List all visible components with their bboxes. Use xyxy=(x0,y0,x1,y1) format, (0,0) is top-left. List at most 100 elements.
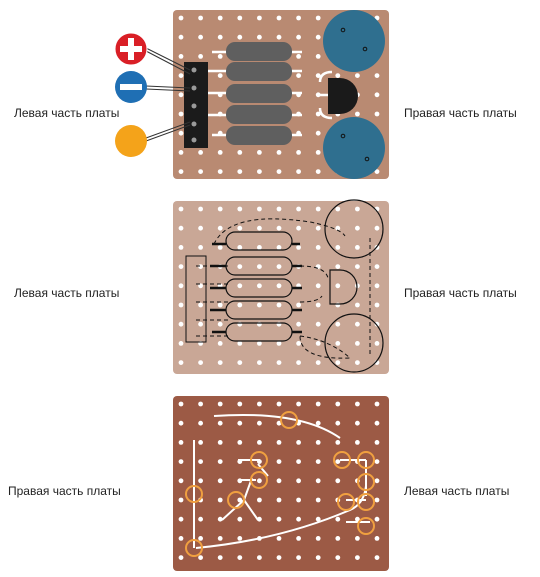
board-hole xyxy=(276,169,282,175)
board-hole xyxy=(355,245,360,250)
board-hole xyxy=(178,225,184,231)
board-hole xyxy=(217,34,223,40)
board-hole xyxy=(335,401,341,407)
board-hole xyxy=(198,420,204,426)
board-hole xyxy=(315,111,321,117)
board-hole xyxy=(257,420,262,426)
board-hole xyxy=(315,283,321,289)
board-hole xyxy=(276,34,282,40)
board-hole xyxy=(315,459,321,464)
board-hole xyxy=(276,150,282,155)
board-hole xyxy=(315,206,321,212)
panel1-left-label: Левая часть платы xyxy=(14,106,120,120)
capacitor-top-icon xyxy=(323,10,385,72)
board-hole xyxy=(276,555,282,560)
board-hole xyxy=(178,459,184,464)
board-hole xyxy=(217,225,223,231)
board-hole xyxy=(178,497,184,503)
board-hole xyxy=(178,440,184,445)
board-hole xyxy=(198,283,204,289)
panel1-board xyxy=(114,10,389,179)
board-hole xyxy=(257,440,262,445)
board-hole xyxy=(374,555,380,560)
panel2-right-label: Правая часть платы xyxy=(404,286,517,300)
board-hole xyxy=(335,225,341,231)
board-hole xyxy=(257,15,262,21)
board-hole xyxy=(355,420,360,426)
board-hole xyxy=(335,206,341,212)
board-hole xyxy=(374,420,380,426)
board-hole xyxy=(178,92,184,98)
board-hole xyxy=(237,245,243,250)
solder-rings xyxy=(185,411,375,557)
terminal-minus xyxy=(115,71,147,103)
board-hole xyxy=(355,516,360,522)
board-hole xyxy=(217,150,223,155)
panel3-board xyxy=(173,396,389,571)
board-hole xyxy=(374,73,380,78)
board-hole xyxy=(335,283,341,289)
board-hole xyxy=(355,360,360,365)
board-hole xyxy=(296,440,301,445)
board-hole xyxy=(315,401,321,407)
board-hole xyxy=(296,478,301,484)
board-hole xyxy=(198,225,204,231)
board-hole xyxy=(355,264,360,269)
board-hole xyxy=(296,497,301,503)
board-hole xyxy=(257,302,262,308)
board-hole xyxy=(178,401,184,407)
panel2-left-label: Левая часть платы xyxy=(14,286,120,300)
board-hole xyxy=(178,321,184,327)
board-hole xyxy=(315,150,321,155)
board-hole xyxy=(198,401,204,407)
board-hole xyxy=(198,478,204,484)
panel3-left-label: Правая часть платы xyxy=(8,484,121,498)
board-hole xyxy=(315,536,321,541)
board-hole xyxy=(237,15,243,21)
board-hole xyxy=(217,401,223,407)
board-hole xyxy=(374,440,380,445)
board-hole xyxy=(374,536,380,541)
board-hole xyxy=(237,264,243,269)
board-hole xyxy=(355,555,360,560)
board-hole xyxy=(355,225,360,231)
board-hole xyxy=(178,34,184,40)
board-hole xyxy=(315,341,321,346)
board-hole xyxy=(355,302,360,308)
board-hole xyxy=(374,92,380,98)
board-hole xyxy=(296,302,301,308)
board-hole xyxy=(374,401,380,407)
board-hole xyxy=(315,555,321,560)
board-hole xyxy=(178,111,184,117)
board-hole xyxy=(237,302,243,308)
panel3-right-label: Левая часть платы xyxy=(404,484,510,498)
board-hole xyxy=(315,420,321,426)
board-hole xyxy=(217,420,223,426)
board-hole xyxy=(335,73,341,78)
board-hole xyxy=(198,15,204,21)
board-hole xyxy=(237,440,243,445)
board-hole xyxy=(257,264,262,269)
board-hole xyxy=(315,169,321,175)
board-hole xyxy=(257,360,262,365)
board-hole xyxy=(296,536,301,541)
board-hole xyxy=(178,245,184,250)
board-hole xyxy=(198,536,204,541)
board-hole xyxy=(374,264,380,269)
board-hole xyxy=(355,206,360,212)
board-hole xyxy=(257,497,262,503)
board-hole xyxy=(217,73,223,78)
board-hole xyxy=(178,73,184,78)
board-hole xyxy=(217,169,223,175)
board-hole xyxy=(276,264,282,269)
board-hole xyxy=(296,73,301,78)
board-hole xyxy=(335,555,341,560)
board-hole xyxy=(296,15,301,21)
board-hole xyxy=(276,206,282,212)
board-hole xyxy=(315,497,321,503)
board-hole xyxy=(296,341,301,346)
board-hole xyxy=(237,401,243,407)
board-hole xyxy=(257,555,262,560)
board-hole xyxy=(315,92,321,98)
